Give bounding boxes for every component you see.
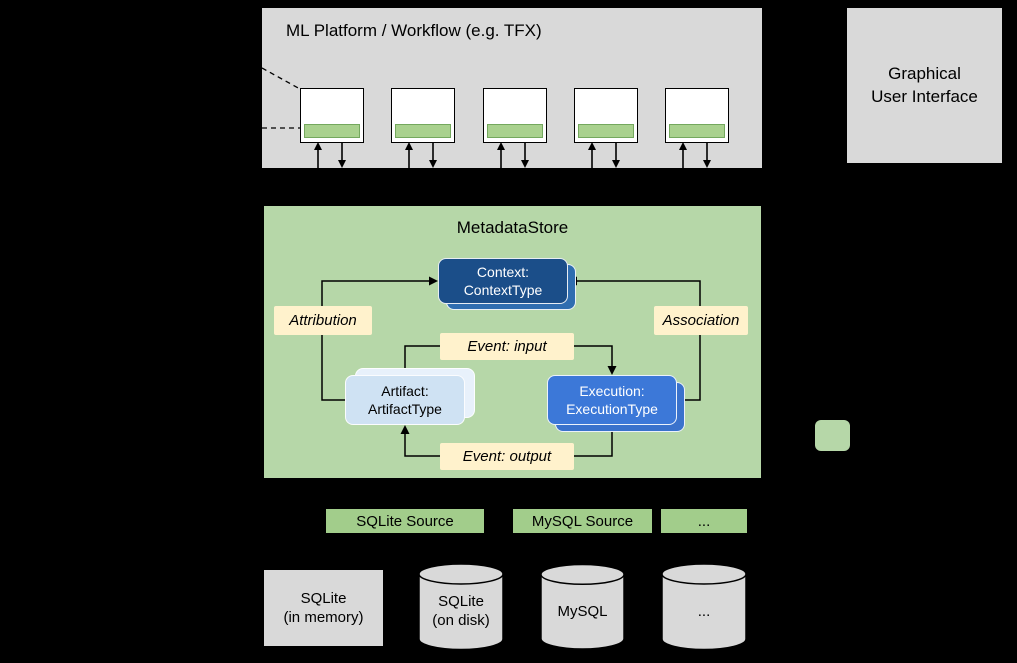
database-cylinder-shape [661, 563, 747, 651]
sqlite-on-disk-cylinder: SQLite (on disk) [418, 563, 504, 651]
other-source-chip: ... [661, 509, 747, 533]
ml-platform-title: ML Platform / Workflow (e.g. TFX) [286, 21, 542, 40]
component-metadata-bar [578, 124, 634, 138]
event-output-edge-label: Event: output [440, 443, 574, 470]
gui-box: Graphical User Interface [847, 8, 1002, 163]
component-metadata-bar [487, 124, 543, 138]
association-edge-label: Association [654, 306, 748, 335]
attribution-edge-label: Attribution [274, 306, 372, 335]
ml-platform-box: ML Platform / Workflow (e.g. TFX) [262, 8, 762, 168]
workflow-component-box [391, 88, 455, 143]
database-cylinder-shape [540, 563, 625, 650]
workflow-component-box [483, 88, 547, 143]
metadata-store-box: MetadataStore Attribution Association Ev… [264, 206, 761, 478]
workflow-component-box [300, 88, 364, 143]
component-metadata-bar [395, 124, 451, 138]
cylinder-label: MySQL [557, 602, 608, 620]
workflow-component-box [665, 88, 729, 143]
sqlite-in-memory-box: SQLite (in memory) [264, 570, 383, 646]
workflow-component-box [574, 88, 638, 143]
legend-green-swatch [815, 420, 850, 451]
sqlite-source-chip: SQLite Source [326, 509, 484, 533]
cylinder-label: ... [697, 602, 711, 620]
context-node: Context: ContextType [438, 258, 568, 304]
cylinder-label: SQLite (on disk) [432, 593, 490, 629]
component-metadata-bar [669, 124, 725, 138]
execution-node: Execution: ExecutionType [547, 375, 677, 425]
artifact-node: Artifact: ArtifactType [345, 375, 465, 425]
component-metadata-bar [304, 124, 360, 138]
mysql-source-chip: MySQL Source [513, 509, 652, 533]
metadata-store-title: MetadataStore [456, 218, 569, 237]
mysql-cylinder: MySQL [540, 563, 625, 651]
event-input-edge-label: Event: input [440, 333, 574, 360]
database-cylinder-shape [418, 563, 504, 651]
platform-connector-arrows [262, 67, 711, 168]
other-backend-cylinder: ... [661, 563, 747, 651]
